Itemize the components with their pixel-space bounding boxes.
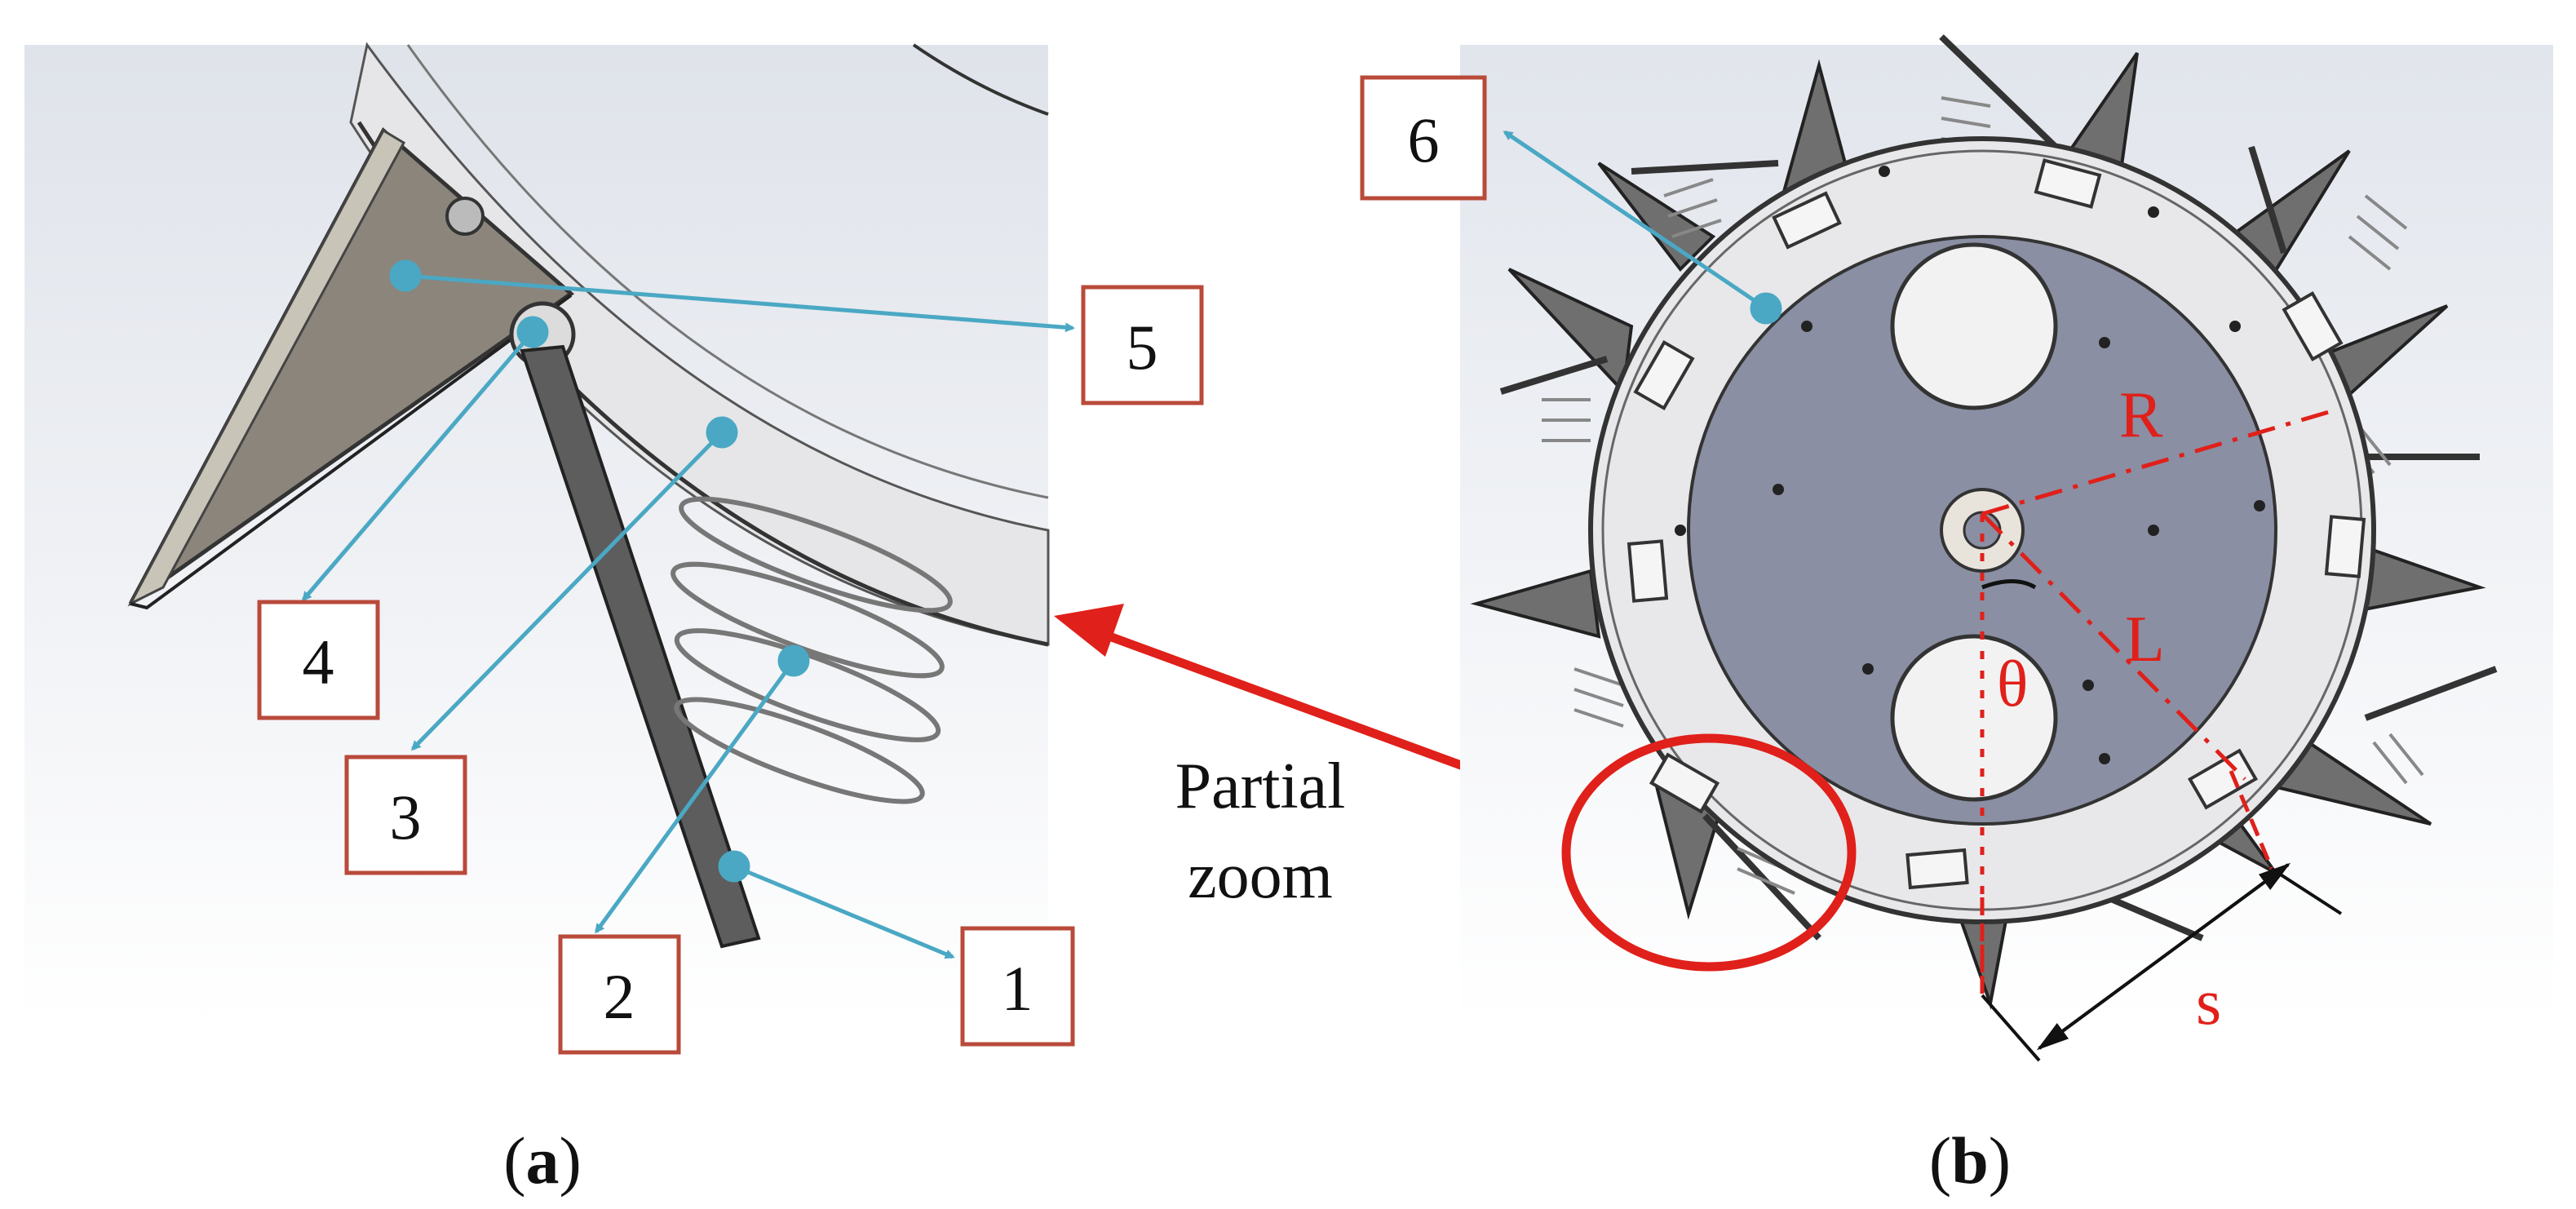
- spring-rod: [520, 344, 761, 949]
- panel-a-view: [24, 42, 1050, 1024]
- svg-text:3: 3: [390, 782, 422, 852]
- leader-lines-a: [302, 259, 1075, 959]
- panel-label-a: (a): [503, 1123, 582, 1198]
- svg-text:2: 2: [604, 961, 635, 1032]
- dim-theta: θ: [1997, 649, 2028, 720]
- dim-R: R: [2119, 379, 2163, 451]
- callout-5: 5: [1081, 285, 1204, 405]
- callout-1: 1: [960, 926, 1075, 1047]
- callout-2: 2: [558, 934, 681, 1055]
- panel-b-view: [1460, 34, 2553, 1024]
- theta-arc: [1981, 579, 2037, 590]
- svg-text:4: 4: [303, 627, 334, 698]
- svg-text:(a): (a): [503, 1123, 582, 1198]
- dim-s: s: [2196, 967, 2221, 1038]
- svg-text:(b): (b): [1929, 1123, 2011, 1198]
- svg-text:zoom: zoom: [1188, 840, 1333, 912]
- panel-label-b: (b): [1929, 1123, 2011, 1198]
- svg-text:Partial: Partial: [1175, 751, 1346, 822]
- callout-3: 3: [344, 755, 467, 875]
- partial-zoom-label: Partial zoom: [1175, 751, 1346, 912]
- mount-openings: [1890, 242, 2058, 802]
- svg-text:1: 1: [1002, 953, 1033, 1024]
- dim-L: L: [2125, 604, 2165, 675]
- zoom-highlight: [1561, 733, 1857, 972]
- leader-line-6: [1503, 130, 1782, 325]
- s-dimension: [1981, 862, 2343, 1062]
- callout-6: 6: [1360, 75, 1487, 201]
- svg-text:6: 6: [1408, 104, 1440, 175]
- callout-4: 4: [257, 600, 380, 720]
- dimension-lines: [1980, 410, 2330, 995]
- svg-text:5: 5: [1126, 312, 1158, 383]
